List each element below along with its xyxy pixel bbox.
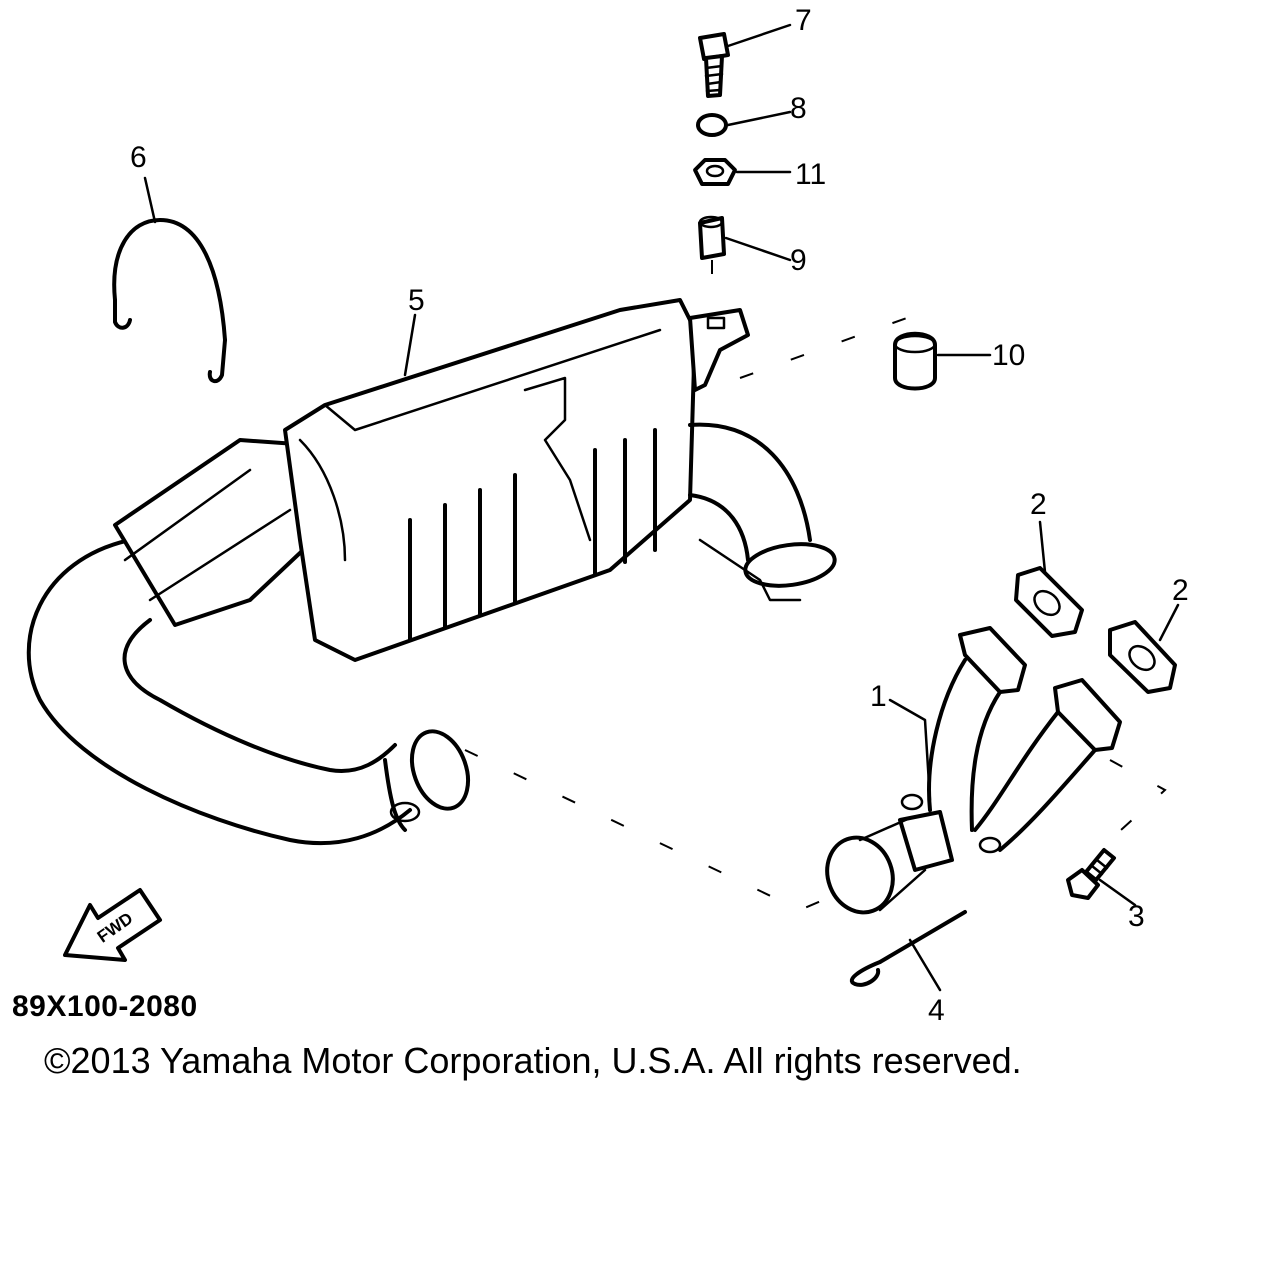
callout-9: 9: [790, 244, 807, 277]
callout-5: 5: [408, 284, 425, 317]
diagram-id-code: 89X100-2080: [12, 990, 198, 1023]
leader-dash-bolt-3: [1109, 759, 1167, 841]
muffler-assembly: [26, 298, 837, 846]
callout-7: 7: [795, 4, 812, 37]
leader-dash-10: [739, 314, 916, 379]
leader-dash-pipe-joint: [464, 749, 836, 912]
callout-1: 1: [870, 680, 887, 713]
collar-part-9: [698, 215, 726, 260]
callout-2-a: 2: [1030, 488, 1047, 521]
callout-leaders: [143, 23, 1180, 992]
callout-2-b: 2: [1172, 574, 1189, 607]
forward-arrow-icon: [63, 888, 162, 962]
nut-part-11: [693, 158, 737, 186]
callout-6: 6: [130, 141, 147, 174]
washer-part-8: [696, 113, 728, 137]
spring-part-6: [112, 218, 227, 384]
callout-4: 4: [928, 994, 945, 1027]
bolt-part-3: [1066, 848, 1116, 900]
spring-part-4: [849, 910, 967, 987]
bolt-part-7: [698, 32, 730, 98]
callout-8: 8: [790, 92, 807, 125]
exhaust-pipe-part-1: [825, 626, 1122, 915]
callout-11: 11: [795, 158, 827, 191]
copyright-notice: ©2013 Yamaha Motor Corporation, U.S.A. A…: [44, 1040, 1022, 1081]
grommet-part-10: [893, 331, 937, 391]
callout-3: 3: [1128, 900, 1145, 933]
gasket-part-2-a: [1014, 566, 1084, 638]
gasket-part-2-b: [1108, 620, 1177, 694]
callout-10: 10: [992, 339, 1026, 372]
